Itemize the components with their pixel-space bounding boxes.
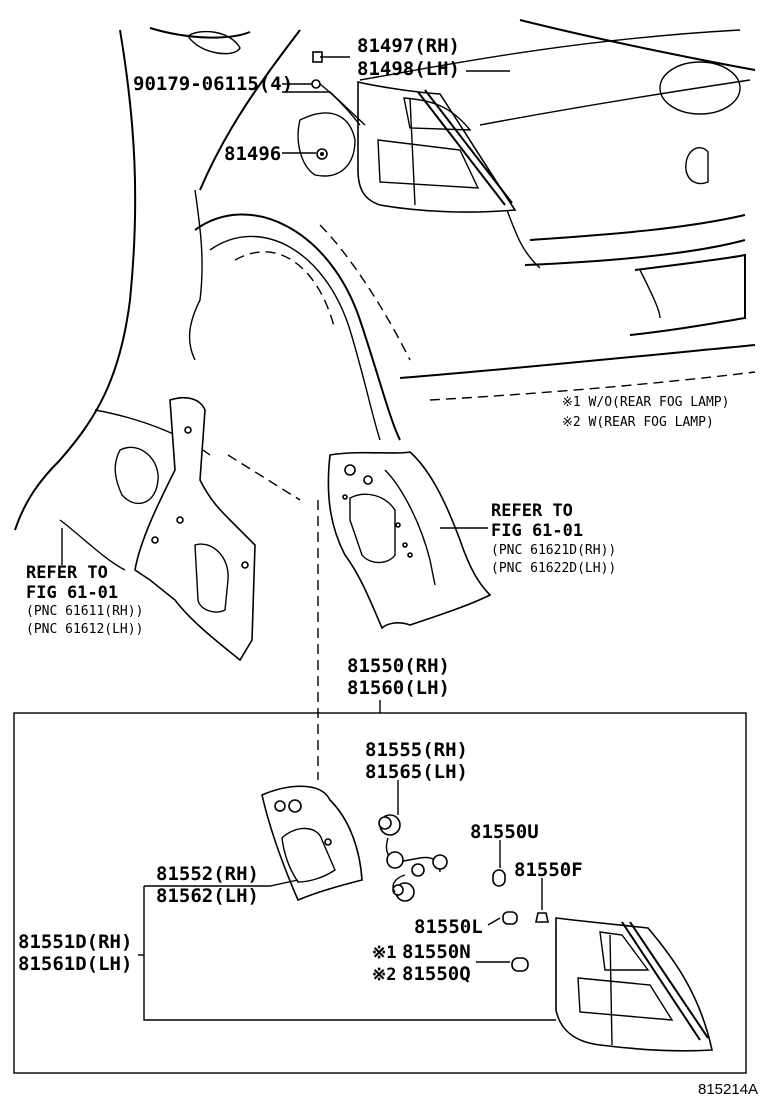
refer-left-line2: FIG 61-01 [26, 583, 118, 603]
refer-left-line3: (PNC 61611(RH)) [26, 604, 143, 619]
note-rear-fog-with: ※2 W(REAR FOG LAMP) [562, 415, 714, 430]
refer-left: REFER TO FIG 61-01 (PNC 61611(RH)) (PNC … [26, 563, 143, 637]
vehicle-body-outline [149, 19, 756, 441]
right-inner-panel [327, 451, 492, 630]
label-81498: 81498(LH) [357, 58, 460, 80]
label-81550N: 81550N [402, 941, 471, 963]
refer-right-line1: REFER TO [491, 501, 573, 521]
upper-fasteners [311, 51, 328, 160]
label-81560: 81560(LH) [347, 677, 450, 699]
label-81562: 81562(LH) [156, 885, 259, 907]
refer-right-line3: (PNC 61621D(RH)) [491, 543, 616, 558]
note-rear-fog-without: ※1 W/O(REAR FOG LAMP) [562, 395, 729, 410]
label-90179: 90179-06115(4) [133, 73, 293, 95]
label-81550: 81550(RH) [347, 655, 450, 677]
label-81550U: 81550U [470, 821, 539, 843]
label-81497: 81497(RH) [357, 35, 460, 57]
label-81552: 81552(RH) [156, 863, 259, 885]
notes: ※1 W/O(REAR FOG LAMP) ※2 W(REAR FOG LAMP… [562, 395, 729, 430]
refer-right-line4: (PNC 61622D(LH)) [491, 561, 616, 576]
figure-id: 815214A [698, 1081, 758, 1098]
bulbs [492, 869, 549, 972]
label-81550L: 81550L [414, 916, 483, 938]
lower-tail-lamp [555, 917, 713, 1052]
label-81550F: 81550F [514, 859, 583, 881]
label-note1-mark: ※1 [372, 943, 396, 963]
upper-tail-lamp [357, 80, 517, 213]
refer-right-line2: FIG 61-01 [491, 521, 583, 541]
socket-wire-part [378, 814, 448, 902]
callout-labels: 81497(RH) 81498(LH) 90179-06115(4) 81496… [18, 35, 583, 985]
refer-left-line4: (PNC 61612(LH)) [26, 622, 143, 637]
label-81555: 81555(RH) [365, 739, 468, 761]
label-note2-mark: ※2 [372, 965, 396, 985]
refer-left-line1: REFER TO [26, 563, 108, 583]
label-81551D: 81551D(RH) [18, 931, 132, 953]
left-quarter-panel [14, 29, 256, 662]
label-81561D: 81561D(LH) [18, 953, 132, 975]
label-81565: 81565(LH) [365, 761, 468, 783]
refer-right: REFER TO FIG 61-01 (PNC 61621D(RH)) (PNC… [491, 501, 616, 576]
leader-lines [61, 56, 556, 1021]
label-81550Q: 81550Q [402, 963, 471, 985]
label-81496: 81496 [224, 143, 281, 165]
gasket-part [261, 785, 363, 902]
